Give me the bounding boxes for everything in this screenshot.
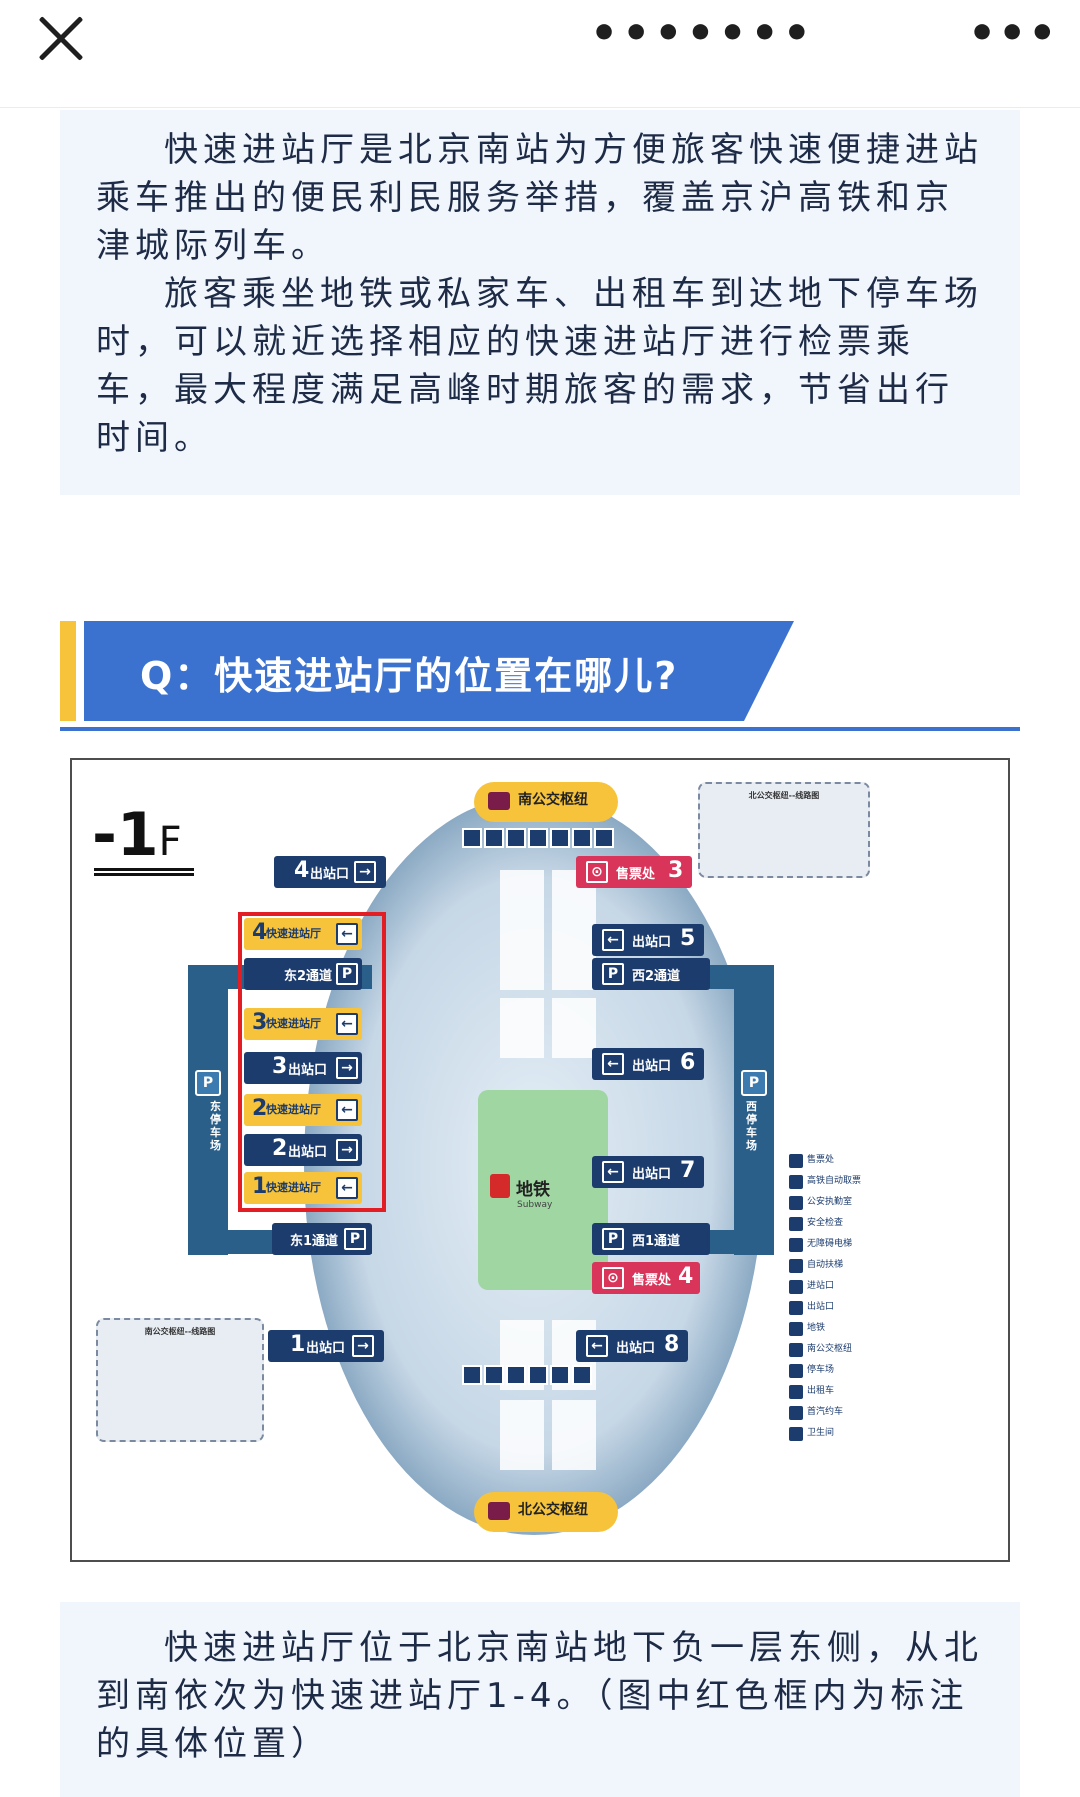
legend-item: 安全检查 (787, 1215, 887, 1236)
station-map[interactable]: -1F 地铁 Subway 南公交枢纽 北公交枢纽 P 东停车场 P 西停车场 … (70, 758, 1010, 1562)
south-bus-route-legend: 南公交枢纽--线路图 (96, 1318, 264, 1442)
legend-item: 售票处 (787, 1152, 887, 1173)
north-bus-route-legend: 北公交枢纽--线路图 (698, 782, 870, 878)
east-parking-label: 东停车场 (210, 1100, 221, 1152)
escalator-icon (506, 1365, 526, 1385)
east-parking-corridor (188, 965, 228, 1255)
escalator-icon (550, 828, 570, 848)
intro-paragraph-1: 快速进站厅是北京南站为方便旅客快速便捷进站乘车推出的便民利民服务举措，覆盖京沪高… (96, 130, 983, 266)
platform-track (500, 998, 544, 1058)
more-options-icon[interactable]: ••• (968, 8, 1059, 59)
south-bus-hub[interactable]: 南公交枢纽 (474, 782, 618, 822)
legend-item: 出租车 (787, 1383, 887, 1404)
fast-entrance-highlight-frame (238, 912, 386, 1212)
entrance-icon (528, 1365, 548, 1385)
platform-track (500, 1400, 544, 1470)
escalator-icon (550, 1365, 570, 1385)
legend-item: 卫生间 (787, 1425, 887, 1446)
banner-tail (744, 621, 794, 721)
platform-track (552, 1400, 596, 1470)
parking-icon: P (741, 1070, 767, 1096)
platform-track (552, 870, 596, 990)
banner-accent (60, 621, 76, 721)
north-bus-hub[interactable]: 北公交枢纽 (474, 1492, 618, 1532)
close-icon[interactable] (36, 14, 84, 62)
legend-item: 公安执勤室 (787, 1194, 887, 1215)
elevator-icon (506, 828, 526, 848)
legend-item: 停车场 (787, 1362, 887, 1383)
facility-icons-top (462, 828, 616, 850)
exit-icon (572, 1365, 592, 1385)
subway-icon (490, 1174, 510, 1198)
escalator-icon (484, 1365, 504, 1385)
floor-label: -1F (92, 800, 182, 870)
parking-icon: P (195, 1070, 221, 1096)
platform-track (552, 998, 596, 1058)
subway-label-en: Subway (517, 1200, 553, 1210)
entrance-icon (528, 828, 548, 848)
west-parking-corridor (734, 965, 774, 1255)
platform-track (500, 870, 544, 990)
floor-underline (94, 868, 194, 876)
bus-icon (488, 792, 510, 810)
escalator-icon (594, 828, 614, 848)
intro-panel: 快速进站厅是北京南站为方便旅客快速便捷进站乘车推出的便民利民服务举措，覆盖京沪高… (60, 110, 1020, 495)
subway-label: 地铁 (516, 1180, 550, 1200)
banner-underline (60, 727, 1020, 731)
banner-background: Q：快速进站厅的位置在哪儿? (84, 621, 744, 721)
elevator-icon (462, 1365, 482, 1385)
legend-item: 南公交枢纽 (787, 1341, 887, 1362)
top-bar: ••••••• ••• (0, 0, 1080, 108)
escalator-icon (462, 828, 482, 848)
page-title: ••••••• (590, 8, 815, 59)
legend-item: 地铁 (787, 1320, 887, 1341)
legend-item: 自动扶梯 (787, 1257, 887, 1278)
map-legend: 售票处 高铁自动取票 公安执勤室 安全检查 无障碍电梯 自动扶梯 进站口 出站口… (787, 1152, 887, 1446)
exit-icon (572, 828, 592, 848)
question-banner: Q：快速进站厅的位置在哪儿? (60, 621, 1020, 731)
legend-item: 高铁自动取票 (787, 1173, 887, 1194)
answer-panel: 快速进站厅位于北京南站地下负一层东侧，从北到南依次为快速进站厅1-4。（图中红色… (60, 1602, 1020, 1797)
west-parking-label: 西停车场 (746, 1100, 757, 1152)
answer-paragraph: 快速进站厅位于北京南站地下负一层东侧，从北到南依次为快速进站厅1-4。（图中红色… (96, 1628, 983, 1764)
facility-icons-bottom (462, 1365, 594, 1387)
legend-item: 进站口 (787, 1278, 887, 1299)
question-text: Q：快速进站厅的位置在哪儿? (140, 654, 679, 698)
legend-item: 首汽约车 (787, 1404, 887, 1425)
escalator-icon (484, 828, 504, 848)
bus-icon (488, 1502, 510, 1520)
legend-item: 无障碍电梯 (787, 1236, 887, 1257)
intro-paragraph-2: 旅客乘坐地铁或私家车、出租车到达地下停车场时，可以就近选择相应的快速进站厅进行检… (96, 274, 983, 458)
legend-item: 出站口 (787, 1299, 887, 1320)
